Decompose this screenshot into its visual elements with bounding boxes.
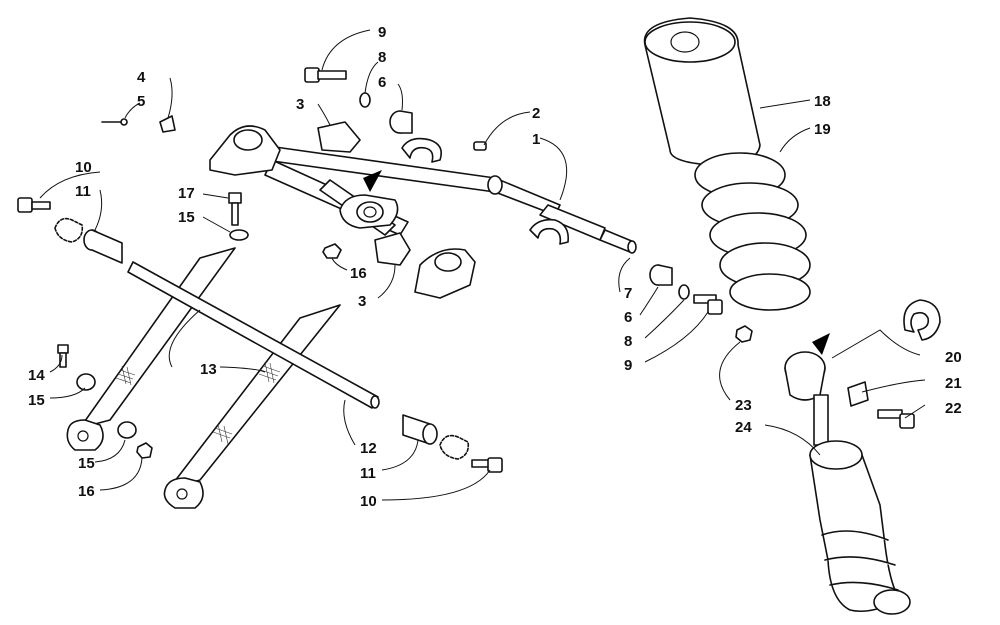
bolt-10-left — [17, 197, 51, 213]
grease-fitting-2 — [473, 141, 487, 151]
callout-23: 23 — [735, 397, 752, 414]
clip-4 — [159, 115, 176, 133]
bushing-6-top — [389, 110, 413, 134]
spring-retainer-18 — [643, 17, 761, 166]
callout-15-left-bottom: 15 — [78, 455, 95, 472]
callout-10-top: 10 — [75, 159, 92, 176]
bolt-10-right — [471, 457, 503, 473]
callout-16-mid: 16 — [350, 265, 367, 282]
shock-eye-bushing — [784, 351, 826, 401]
callout-10-bottom: 10 — [360, 493, 377, 510]
washer-8-right — [678, 284, 690, 300]
callout-3-top: 3 — [296, 96, 304, 113]
leader-lines — [39, 29, 926, 501]
callout-15-left-top: 15 — [28, 392, 45, 409]
callout-16-left: 16 — [78, 483, 95, 500]
front-direction-arrow-shock — [812, 333, 830, 355]
callout-8-right: 8 — [624, 333, 632, 350]
bushing-6-right — [649, 264, 673, 286]
callout-19: 19 — [814, 121, 831, 138]
callout-8-top: 8 — [378, 49, 386, 66]
dust-seal-left — [54, 217, 84, 243]
callout-9-right: 9 — [624, 357, 632, 374]
dust-seal-right — [439, 434, 470, 460]
callout-3-bottom: 3 — [358, 293, 366, 310]
lower-arm-right — [163, 304, 341, 509]
sleeve-21 — [847, 381, 869, 407]
callout-18: 18 — [814, 93, 831, 110]
washer-15-mid — [229, 229, 249, 241]
callout-6-top: 6 — [378, 74, 386, 91]
lower-arm-left — [66, 247, 236, 451]
bolt-22 — [877, 409, 915, 429]
callout-6-right: 6 — [624, 309, 632, 326]
callout-12: 12 — [360, 440, 377, 457]
rivet-5 — [101, 118, 128, 126]
bushing-3-upper — [317, 121, 361, 153]
center-pivot-bracket — [339, 194, 399, 229]
spring-clip-20 — [903, 299, 941, 341]
callout-1: 1 — [532, 131, 540, 148]
bushing-11-right — [402, 414, 438, 445]
shock-absorber-24 — [809, 394, 911, 615]
callout-labels: 9 8 6 4 5 3 2 1 18 19 10 11 17 15 16 3 7… — [28, 24, 962, 510]
bolt-17 — [228, 192, 242, 226]
callout-9-top: 9 — [378, 24, 386, 41]
callout-24: 24 — [735, 419, 752, 436]
callout-13: 13 — [200, 361, 217, 378]
left-pivot-bracket — [209, 125, 281, 176]
washer-15-left-top — [76, 373, 96, 391]
callout-15-mid: 15 — [178, 209, 195, 226]
cross-shaft-12 — [127, 261, 380, 409]
callout-21: 21 — [945, 375, 962, 392]
nut-16-mid — [322, 243, 342, 259]
callout-4: 4 — [137, 69, 146, 86]
bolt-9-top — [304, 67, 347, 83]
callout-5: 5 — [137, 93, 145, 110]
callout-20: 20 — [945, 349, 962, 366]
right-pivot-bracket — [414, 248, 476, 299]
bolt-14 — [57, 344, 69, 368]
nut-16-left — [136, 442, 153, 459]
callout-14: 14 — [28, 367, 45, 384]
callout-7: 7 — [624, 285, 632, 302]
callout-17: 17 — [178, 185, 195, 202]
bushing-3-lower — [374, 232, 411, 266]
front-direction-arrow-a-frame — [363, 170, 382, 192]
coil-spring-19 — [694, 152, 811, 311]
callout-22: 22 — [945, 400, 962, 417]
washer-15-left-bottom — [117, 421, 137, 439]
nut-23 — [735, 325, 753, 343]
washer-8-top — [359, 92, 371, 108]
bolt-9-right — [693, 294, 723, 315]
bushing-11-left — [83, 229, 123, 264]
callout-11-bottom: 11 — [360, 465, 376, 482]
callout-2: 2 — [532, 105, 540, 122]
callout-11-top: 11 — [75, 183, 91, 200]
a-frame-arm — [264, 137, 637, 254]
